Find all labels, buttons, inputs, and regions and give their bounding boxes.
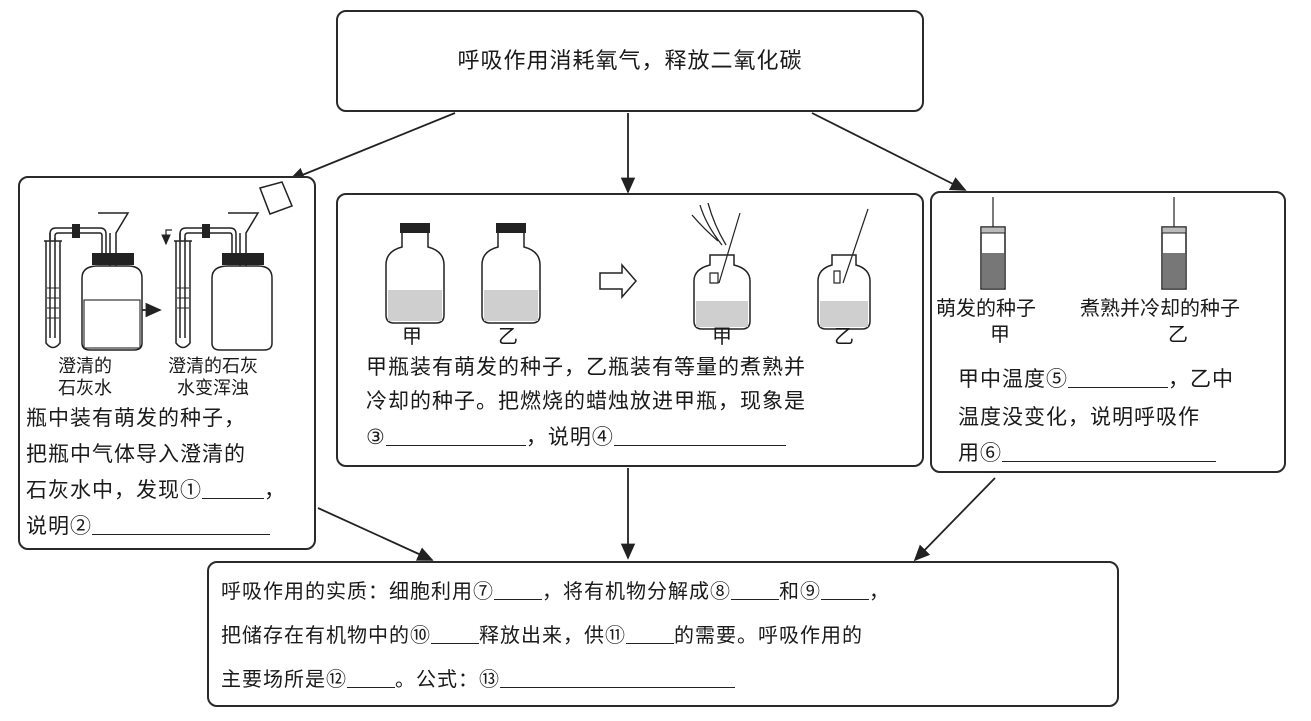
blank-4[interactable]	[613, 423, 786, 446]
left-text-line-2: 把瓶中气体导入澄清的	[26, 442, 246, 466]
seeds-pattern	[83, 299, 141, 349]
blank-12[interactable]	[347, 665, 395, 688]
blank-6[interactable]	[1002, 439, 1216, 462]
blank-3[interactable]	[385, 423, 526, 446]
blank-10[interactable]	[431, 621, 479, 644]
seeds-pattern	[388, 290, 442, 321]
label-jia-3: 甲	[990, 322, 1010, 346]
test-tube-icon	[44, 233, 62, 349]
left-text-line-1: 瓶中装有萌发的种子，	[26, 406, 246, 430]
right-text-line-1: 甲中温度⑤，乙中	[958, 365, 1234, 391]
middle-text-line-1: 甲瓶装有萌发的种子，乙瓶装有等量的煮熟并	[366, 355, 806, 379]
middle-experiment-box: 甲 乙 甲 乙 甲瓶装有萌发的种子，乙瓶装有等量的煮熟并 冷却的种子。把燃烧的蜡…	[336, 193, 924, 467]
blank-13-formula[interactable]	[500, 665, 735, 688]
label-yi-1: 乙	[498, 324, 518, 348]
blank-7[interactable]	[494, 577, 542, 600]
left-text-line-3: 石灰水中，发现①，	[26, 476, 286, 502]
caption-cooked-seeds: 煮熟并冷却的种子	[1080, 296, 1240, 320]
right-text-line-2: 温度没变化，说明呼吸作	[958, 405, 1200, 429]
arrow-top-to-right	[811, 112, 967, 191]
arrow-left-to-bottom	[317, 507, 434, 561]
blank-9[interactable]	[821, 577, 869, 600]
caption-turbid-limewater: 澄清的石灰 水变浑浊	[168, 356, 258, 399]
thermos-temperature-figure	[980, 197, 1187, 290]
candle-bottle-figure	[385, 202, 871, 330]
right-experiment-box: 萌发的种子 煮熟并冷却的种子 甲 乙 甲中温度⑤，乙中 温度没变化，说明呼吸作 …	[930, 191, 1286, 473]
label-yi-2: 乙	[834, 324, 854, 348]
blank-8[interactable]	[731, 577, 779, 600]
caption-germinating-seeds: 萌发的种子	[936, 296, 1036, 320]
caption-limewater: 澄清的 石灰水	[58, 356, 112, 399]
blank-2[interactable]	[92, 512, 270, 535]
summary-line-3: 主要场所是⑫。公式：⑬	[221, 663, 735, 696]
middle-text-line-2: 冷却的种子。把燃烧的蜡烛放进甲瓶，现象是	[366, 389, 806, 413]
top-title: 呼吸作用消耗氧气，释放二氧化碳	[457, 49, 803, 74]
top-concept-box: 呼吸作用消耗氧气，释放二氧化碳	[336, 10, 924, 112]
label-jia-2: 甲	[712, 324, 732, 348]
label-yi-3: 乙	[1168, 322, 1188, 346]
left-text-line-4: 说明②	[26, 510, 270, 543]
middle-text-line-3: ③，说明④	[366, 421, 786, 454]
arrow-right-to-bottom	[913, 477, 996, 562]
blank-1[interactable]	[202, 476, 264, 499]
arrow-top-to-left	[288, 112, 456, 182]
blank-5[interactable]	[1068, 365, 1168, 388]
left-experiment-box: 澄清的 石灰水 澄清的石灰 水变浑浊 瓶中装有萌发的种子， 把瓶中气体导入澄清的…	[18, 176, 316, 550]
limewater-apparatus-figure	[44, 181, 293, 351]
blank-11[interactable]	[626, 621, 674, 644]
label-jia-1: 甲	[402, 324, 422, 348]
right-text-line-3: 用⑥	[958, 437, 1216, 470]
